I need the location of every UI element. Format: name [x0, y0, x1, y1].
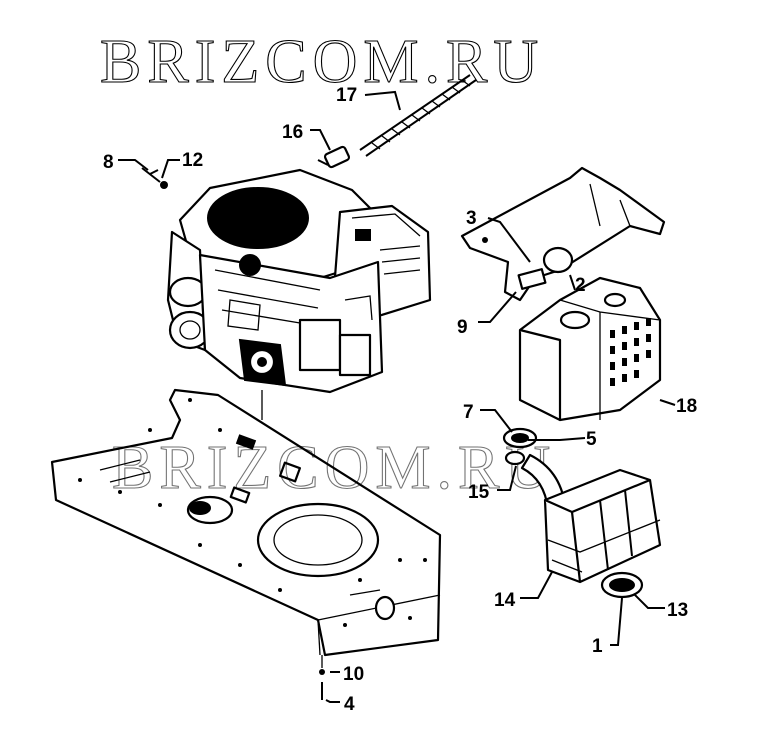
muffler-part-14	[543, 468, 662, 584]
chassis-frame-plate	[50, 388, 442, 657]
callout-18: 18	[676, 396, 697, 417]
callout-13: 13	[667, 600, 688, 621]
watermark-top: BRIZCOM.RU	[100, 28, 544, 96]
callout-1: 1	[592, 636, 603, 657]
engine-assembly	[166, 168, 432, 394]
callout-3: 3	[466, 208, 477, 229]
callout-14: 14	[494, 590, 516, 611]
callout-12: 12	[182, 150, 203, 171]
bolt-part-8-12	[141, 167, 168, 189]
callout-5: 5	[586, 429, 597, 450]
callout-15: 15	[468, 482, 490, 503]
exhaust-tip-part-13	[600, 571, 644, 599]
callout-8: 8	[103, 152, 114, 173]
muffler-heat-shield-18	[518, 276, 662, 422]
watermark-middle: BRIZCOM.RU	[112, 434, 556, 502]
callout-16: 16	[282, 122, 303, 143]
callout-2: 2	[575, 275, 586, 296]
callout-17: 17	[336, 85, 357, 106]
heat-shield-bracket	[460, 166, 666, 302]
callout-7: 7	[463, 402, 474, 423]
spring-part-17	[359, 74, 477, 157]
fitting-part-16	[317, 145, 351, 169]
callout-labels: 17 16 8 12 3 9 2 18 7 5 15 14 13 1 10 4	[103, 85, 697, 715]
gasket-part-7	[502, 427, 538, 449]
callout-4: 4	[344, 694, 355, 715]
nut-part-15	[504, 450, 526, 466]
callout-10: 10	[343, 664, 364, 685]
bolt-part-10-4	[319, 655, 325, 700]
callout-9: 9	[457, 317, 468, 338]
callout-leader-lines	[118, 90, 676, 703]
